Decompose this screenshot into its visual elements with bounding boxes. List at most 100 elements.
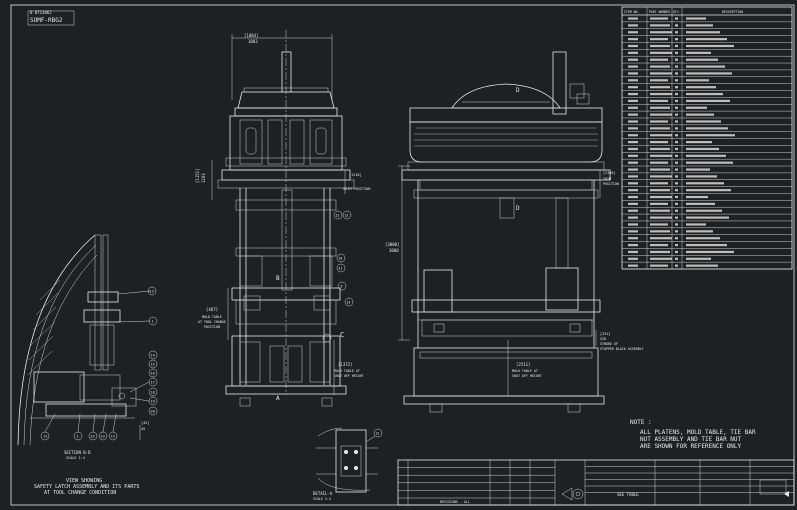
front-dim-top-sub: 1083 — [248, 39, 258, 44]
bom-cell-text — [628, 86, 638, 89]
bom-cell-text — [686, 134, 735, 137]
bom-cell-text — [686, 58, 718, 61]
bom-cell-text — [650, 230, 670, 233]
caption-line2: SAFETY LATCH ASSEMBLY AND ITS PARTS — [34, 484, 139, 490]
side-view: D D — [385, 51, 644, 413]
bom-cell-text — [628, 175, 638, 178]
bom-cell-text — [628, 99, 638, 103]
bom-cell-text — [686, 113, 714, 116]
bom-rows — [622, 17, 792, 270]
bom-cell-text — [650, 120, 668, 123]
bom-cell-text — [628, 120, 638, 123]
bom-cell-text — [686, 79, 709, 82]
bom-cell-text — [650, 72, 672, 75]
bom-header-item: ITEM NO. — [624, 10, 639, 14]
side-marker-d-mid: D — [516, 205, 520, 212]
front-dim-mid: [467] — [206, 307, 218, 312]
bom-cell-text — [650, 79, 668, 82]
bom-cell-text — [686, 154, 726, 157]
bom-cell-text — [675, 65, 678, 68]
detail-a-scale: SCALE 1:4 — [313, 497, 331, 501]
bom-cell-text — [650, 113, 672, 116]
svg-text:19: 19 — [151, 400, 155, 404]
front-view: [1084] 1083 [1151] 1203 [1210] SHIM POSI… — [195, 30, 370, 407]
bom-cell-text — [686, 141, 712, 144]
bom-cell-text — [675, 161, 678, 164]
bom-cell-text — [675, 17, 678, 20]
bom-cell-text — [628, 195, 638, 199]
bom-cell-text — [686, 189, 731, 192]
bom-cell-text — [675, 79, 678, 82]
bom-cell-text — [686, 147, 719, 151]
bom-cell-text — [686, 51, 711, 54]
bom-cell-text — [650, 99, 668, 103]
bom-cell-text — [650, 175, 672, 178]
bom-cell-text — [628, 31, 638, 34]
reference-number: B 0713062 — [30, 10, 52, 15]
bom-cell-text — [675, 202, 678, 205]
bom-cell-text — [628, 65, 638, 68]
front-dim-left: [1151] — [195, 169, 200, 183]
bom-cell-text — [686, 127, 728, 130]
note-line2: NUT ASSEMBLY AND TIE BAR NUT — [640, 436, 742, 443]
bom-cell-text — [686, 161, 733, 164]
detail-a: 13 DETAIL-A SCALE 1:4 — [313, 427, 383, 501]
bom-cell-text — [628, 237, 638, 240]
bom-cell-text — [675, 216, 678, 219]
balloons-bottom: 21 1 22 23 13 — [40, 413, 118, 441]
bom-cell-text — [628, 134, 638, 137]
bom-cell-text — [686, 223, 706, 226]
bom-cell-text — [650, 257, 672, 260]
bom-cell-text — [628, 189, 638, 192]
bom-cell-text — [686, 92, 723, 96]
bom-cell-text — [686, 44, 734, 48]
reference-box: B 0713062 SOMF-RBG2 — [27, 10, 75, 26]
svg-text:21: 21 — [44, 435, 48, 439]
bom-cell-text — [628, 202, 638, 205]
bom-cell-text — [686, 31, 720, 34]
bom-cell-text — [628, 106, 638, 109]
bom-cell-text — [675, 72, 678, 75]
bom-cell-text — [650, 86, 670, 89]
side-dim-low-sub1: MOLD TABLE AT — [512, 369, 538, 373]
note-block: NOTE : ALL PLATENS, MOLD TABLE, TIE BAR … — [630, 419, 756, 450]
svg-text:13: 13 — [150, 290, 154, 294]
bom-cell-text — [650, 216, 672, 219]
bom-cell-text — [675, 127, 678, 130]
bom-cell-text — [675, 223, 678, 226]
bom-cell-text — [675, 154, 678, 157]
bom-cell-text — [628, 51, 638, 54]
bom-cell-text — [675, 182, 678, 185]
bom-cell-text — [675, 120, 678, 123]
bom-cell-text — [628, 264, 638, 267]
title-block: REVISIONS - ALL SEE TABLE — [397, 459, 795, 506]
bom-header-part: PART NUMBER — [649, 10, 670, 14]
front-dim-mid-text2: AT TOOL CHANGE — [198, 320, 226, 324]
bom-cell-text — [686, 24, 713, 27]
bom-cell-text — [628, 72, 638, 75]
svg-text:13: 13 — [111, 435, 115, 439]
bom-cell-text — [628, 154, 638, 157]
caption-line1: VIEW SHOWING — [66, 478, 102, 484]
section-scale: SCALE 1:4 — [66, 456, 85, 460]
bom-cell-text — [675, 175, 678, 178]
bom-cell-text — [650, 202, 668, 205]
bom-cell-text — [650, 264, 668, 267]
bom-cell-text — [650, 189, 670, 192]
bom-cell-text — [675, 168, 678, 171]
svg-text:22: 22 — [91, 435, 95, 439]
bom-cell-text — [686, 264, 718, 267]
bom-cell-text — [650, 51, 672, 54]
title-block-center-label: SEE TABLE — [617, 492, 639, 497]
bom-cell-text — [628, 161, 638, 164]
bom-cell-text — [650, 209, 670, 212]
bom-cell-text — [628, 257, 638, 260]
balloons-right: 13 1 14 15 16 17 18 19 20 — [117, 286, 158, 416]
bom-cell-text — [686, 182, 724, 185]
front-dim-low-text2: SHUT OFF HEIGHT — [334, 374, 364, 378]
side-dim-left-sub: 3000 — [389, 248, 399, 253]
bom-cell-text — [650, 17, 668, 20]
bom-cell-text — [686, 72, 732, 75]
bom-cell-text — [650, 141, 668, 144]
